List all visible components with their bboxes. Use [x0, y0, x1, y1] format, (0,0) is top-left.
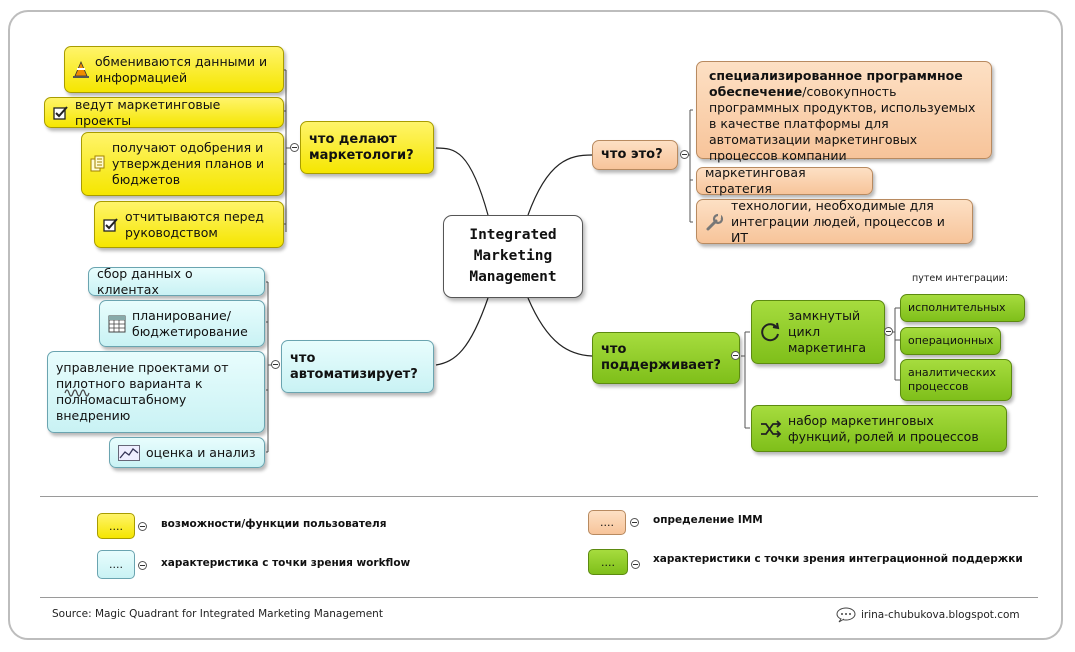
line-chart-icon [118, 444, 140, 461]
hub-what-it-supports[interactable]: что поддерживает? [592, 332, 740, 384]
hub-label: что автоматизирует? [290, 350, 418, 382]
collapse-toggle[interactable] [290, 143, 299, 152]
definition-bold: специализированное программное обеспечен… [709, 68, 963, 99]
collapse-toggle[interactable] [884, 327, 893, 336]
marketers-item-3[interactable]: получают одобрения и утверждения планов … [81, 132, 284, 196]
traffic-cone-icon [73, 60, 89, 79]
hub-label: что делают маркетологи? [309, 131, 414, 163]
legend-text-green: характеристики с точки зрения интеграцио… [653, 553, 1023, 565]
legend-text-orange: определение IMM [653, 514, 763, 526]
hub-what-it-automates[interactable]: что автоматизирует? [281, 340, 434, 393]
marketers-item-4[interactable]: отчитываются перед руководством [94, 201, 284, 248]
link-center-supports [527, 297, 593, 357]
automates-item-2[interactable]: планирование/ бюджетирование [99, 300, 265, 347]
collapse-toggle[interactable] [680, 150, 689, 159]
legend-swatch-yellow: .... [97, 513, 135, 539]
collapse-toggle[interactable] [731, 351, 740, 360]
cycle-child-operational[interactable]: операционных [900, 327, 1001, 355]
footer-divider [40, 597, 1038, 598]
supports-closed-loop[interactable]: замкнутый цикл маркетинга [751, 300, 885, 364]
waveform-icon [64, 386, 90, 400]
legend-toggle [631, 560, 640, 569]
definition-rest: /совокупность программных продуктов, исп… [709, 84, 976, 163]
automates-item-3[interactable]: управление проектами от пилотного вариан… [47, 351, 265, 433]
cycle-arrow-icon [760, 321, 782, 343]
blog-link[interactable]: irina-chubukova.blogspot.com [861, 609, 1020, 621]
shuffle-icon [760, 419, 782, 438]
wrench-icon [705, 212, 725, 232]
collapse-toggle[interactable] [271, 360, 280, 369]
speech-bubble-icon [836, 607, 856, 627]
spreadsheet-icon [108, 315, 126, 333]
hub-what-is-it[interactable]: что это? [592, 140, 678, 170]
hub-what-marketers-do[interactable]: что делают маркетологи? [300, 121, 434, 174]
legend-swatch-cyan: .... [97, 550, 135, 579]
link-center-marketers [435, 147, 489, 216]
legend-swatch-orange: .... [588, 510, 626, 535]
hub-label: что поддерживает? [601, 342, 721, 373]
legend-swatch-green: .... [588, 549, 628, 575]
source-caption: Source: Magic Quadrant for Integrated Ma… [52, 608, 383, 620]
legend-text-cyan: характеристика с точки зрения workflow [161, 557, 411, 569]
legend-toggle [630, 518, 639, 527]
what-is-definition[interactable]: специализированное программное обеспечен… [696, 61, 992, 163]
checkbox-icon [53, 105, 69, 121]
legend-toggle [138, 522, 147, 531]
supports-functions-set[interactable]: набор маркетинговых функций, ролей и про… [751, 405, 1007, 452]
marketers-item-1[interactable]: обмениваются данными и информацией [64, 46, 284, 93]
marketers-item-2[interactable]: ведут маркетинговые проекты [44, 97, 284, 128]
checkbox-icon [103, 217, 119, 233]
legend-top-divider [40, 496, 1038, 497]
documents-icon [90, 155, 106, 173]
legend-toggle [138, 561, 147, 570]
automates-item-1[interactable]: сбор данных о клиентах [88, 266, 265, 297]
cycle-child-executive[interactable]: исполнительных [900, 294, 1025, 322]
link-center-automates [435, 297, 489, 366]
link-center-what-is [527, 154, 593, 216]
hub-label: что это? [601, 147, 663, 162]
what-is-item-strategy[interactable]: маркетинговая стратегия [696, 165, 873, 196]
legend-text-yellow: возможности/функции пользователя [161, 518, 387, 530]
cycle-child-analytical[interactable]: аналитических процессов [900, 359, 1012, 401]
integration-annotation: путем интеграции: [912, 273, 1009, 284]
center-topic[interactable]: Integrated Marketing Management [443, 215, 583, 298]
automates-item-4[interactable]: оценка и анализ [109, 437, 265, 468]
what-is-item-technologies[interactable]: технологии, необходимые для интеграции л… [696, 198, 973, 245]
